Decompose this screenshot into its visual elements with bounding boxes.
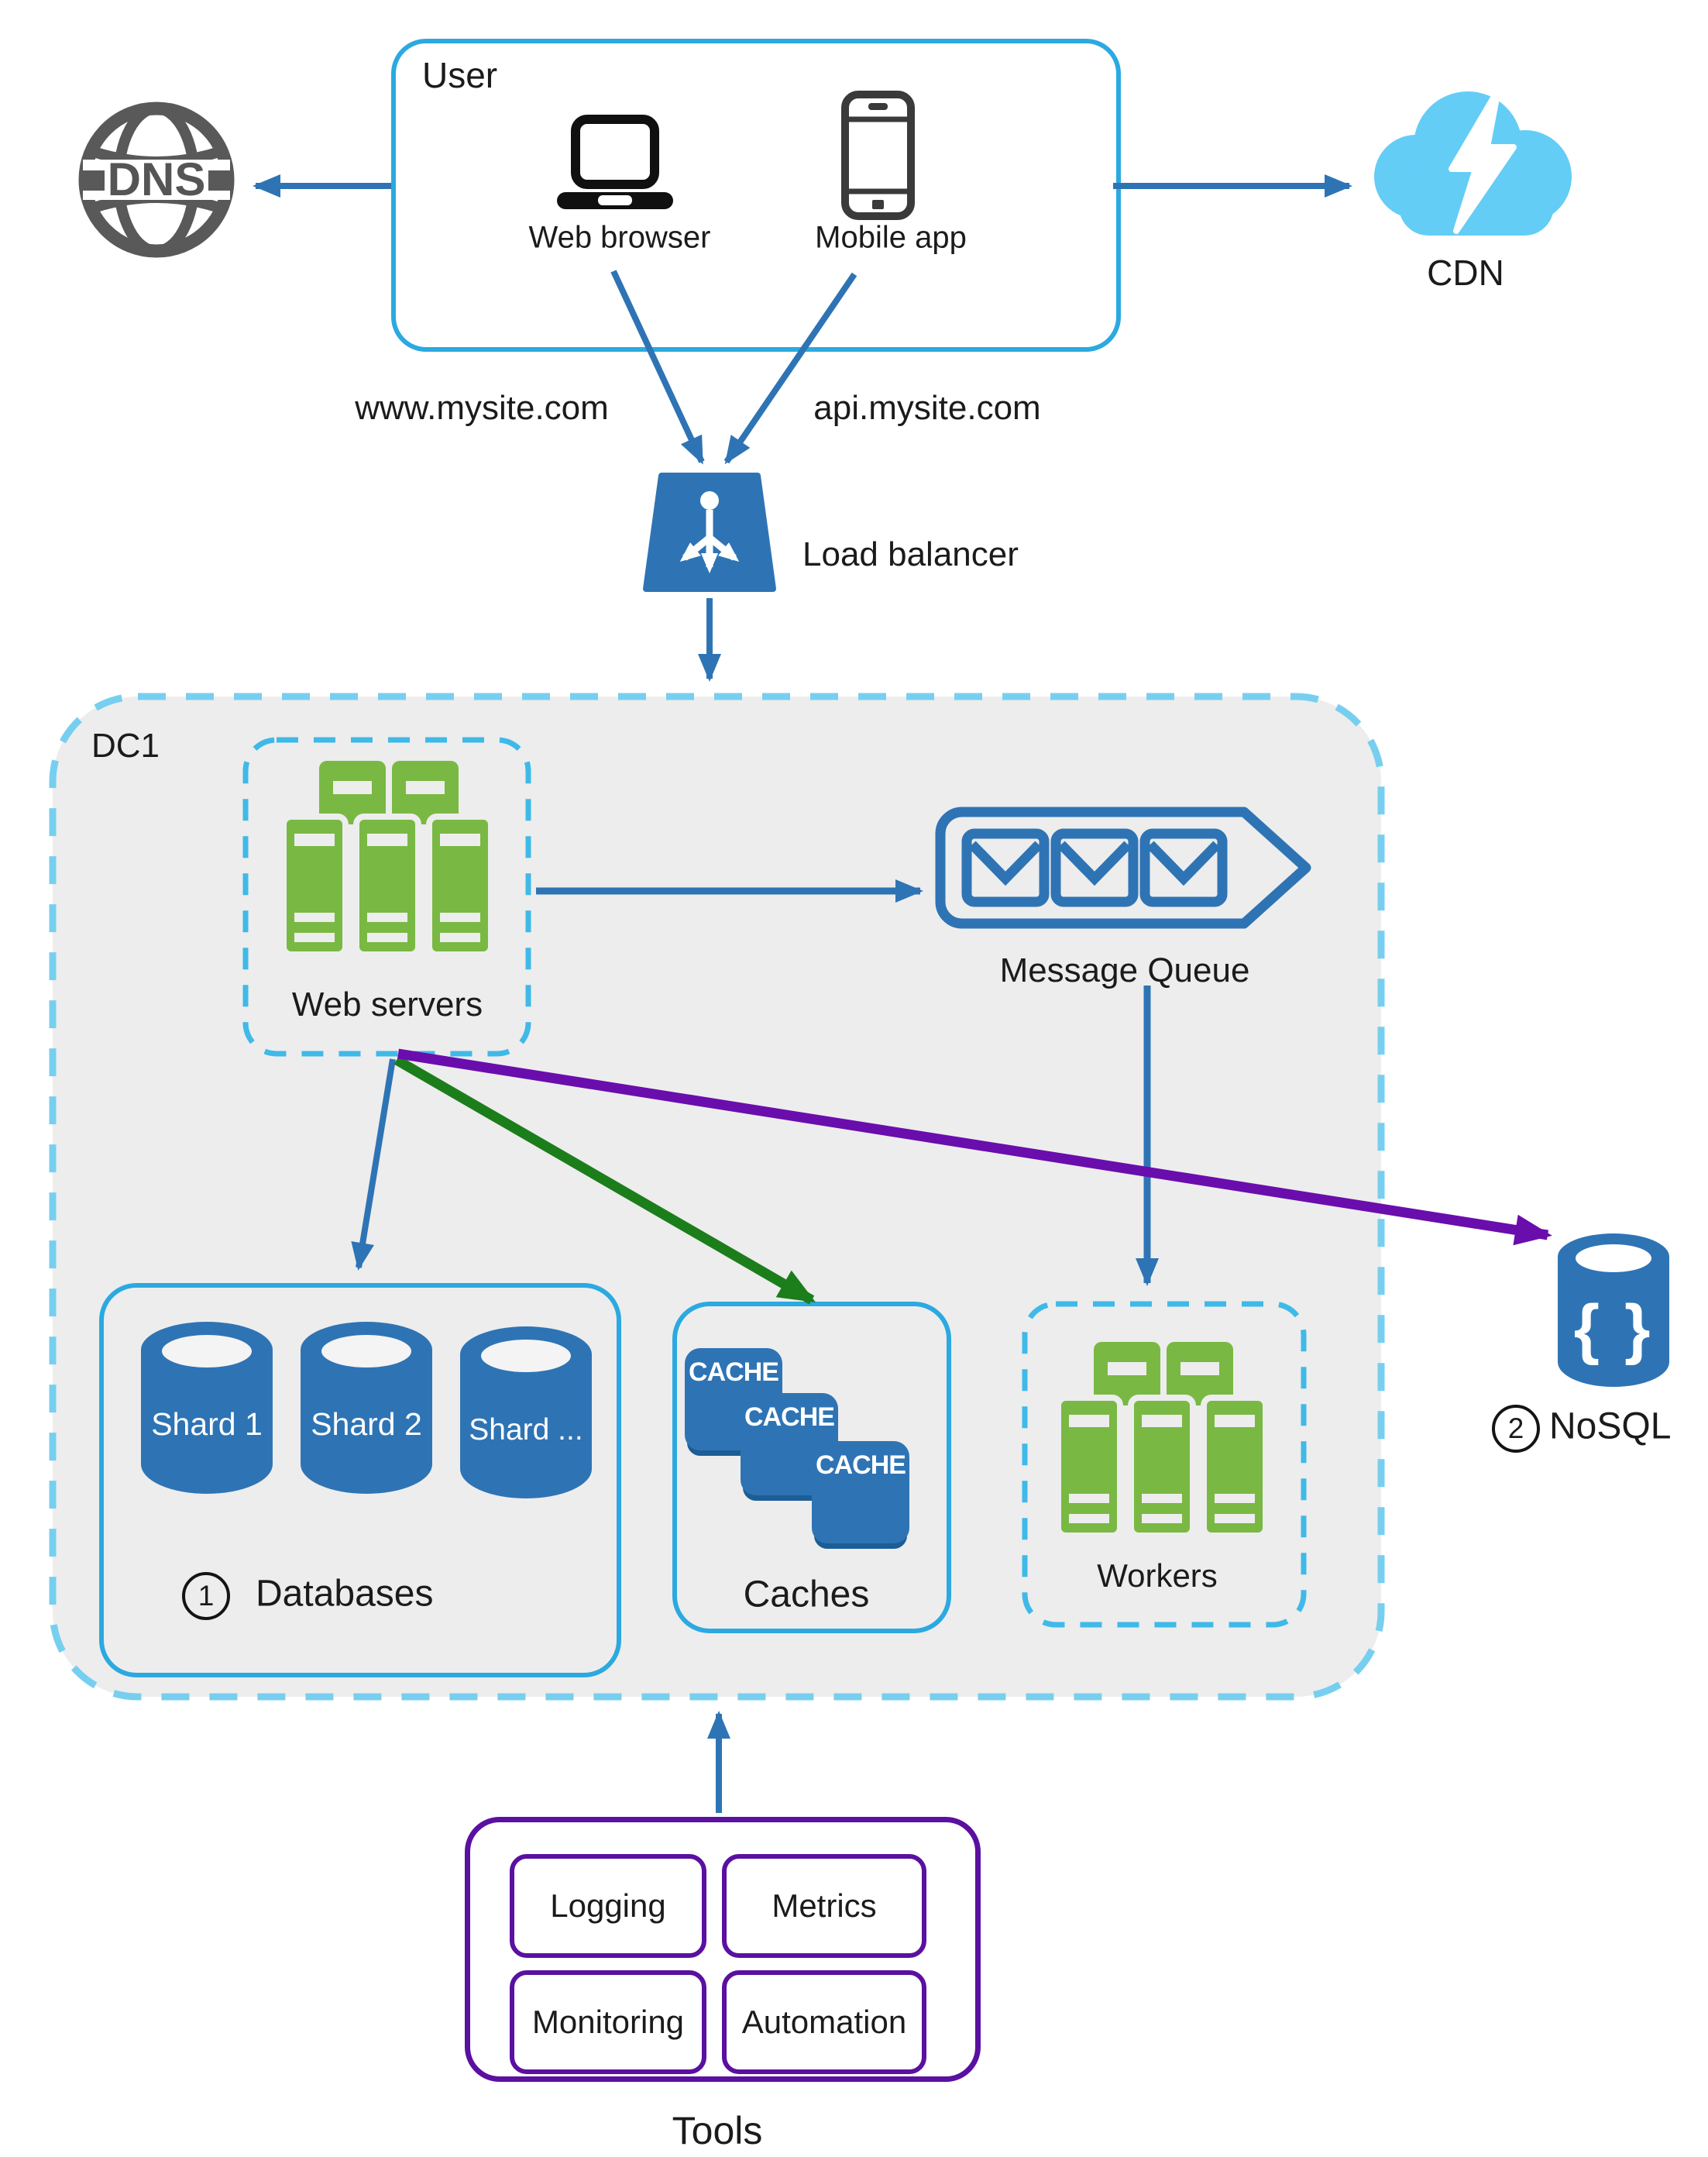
- load-balancer-label: Load balancer: [802, 535, 1019, 573]
- web-servers-icon: [284, 761, 491, 955]
- braces-glyph: { }: [1574, 1292, 1654, 1366]
- web-servers-label: Web servers: [291, 986, 483, 1023]
- tool-item-metrics: Metrics: [722, 1854, 926, 1958]
- shard2-database-cylinder-icon: Shard 2: [301, 1322, 432, 1494]
- tool-item-logging: Logging: [510, 1854, 706, 1958]
- shard1-label: Shard 1: [151, 1406, 263, 1442]
- databases-number-badge: 1: [182, 1572, 230, 1620]
- tools-label: Tools: [672, 2109, 763, 2152]
- web-domain-label: www.mysite.com: [355, 389, 609, 427]
- databases-label: Databases: [256, 1573, 434, 1615]
- nosql-number-badge: 2: [1492, 1405, 1540, 1453]
- tool-item-monitoring: Monitoring: [510, 1970, 706, 2074]
- tools-box: [465, 1817, 981, 2082]
- tool-item-automation: Automation: [722, 1970, 926, 2074]
- mobile-app-label: Mobile app: [815, 220, 967, 255]
- nosql-label: NoSQL: [1549, 1405, 1672, 1447]
- user-group-title: User: [422, 55, 498, 95]
- cdn-label: CDN: [1427, 253, 1504, 293]
- lightning-bolt-icon: [1449, 87, 1517, 234]
- workers-label: Workers: [1097, 1557, 1218, 1594]
- workers-icon: [1058, 1342, 1266, 1536]
- workers-box: [1021, 1300, 1308, 1632]
- message-queue-label: Message Queue: [999, 951, 1250, 989]
- shard3-label: Shard ...: [469, 1413, 583, 1447]
- nosql-cylinder-icon: { }: [1558, 1233, 1669, 1387]
- dns-label: DNS: [108, 153, 206, 205]
- databases-box: [99, 1283, 621, 1677]
- cdn-cloud-icon: [1374, 87, 1572, 236]
- envelope-icon: [1050, 828, 1139, 907]
- message-queue-icon: [935, 807, 1311, 929]
- envelope-icon: [961, 828, 1050, 907]
- web-browser-label: Web browser: [528, 220, 711, 255]
- api-domain-label: api.mysite.com: [813, 389, 1041, 427]
- envelope-icon: [1139, 828, 1228, 907]
- caches-label: Caches: [743, 1574, 870, 1615]
- shard1-database-cylinder-icon: Shard 1: [141, 1322, 273, 1494]
- web-servers-box: [242, 736, 532, 1061]
- laptop-icon: [557, 115, 673, 209]
- user-group-box: [391, 39, 1121, 352]
- load-balancer-icon: [643, 473, 776, 592]
- shard2-label: Shard 2: [311, 1406, 422, 1442]
- dns-globe-icon: DNS: [78, 101, 235, 258]
- dc1-label: DC1: [91, 727, 160, 765]
- cache-tile-icon: CACHE: [812, 1441, 909, 1543]
- shard3-database-cylinder-icon: Shard ...: [460, 1326, 592, 1498]
- mobile-phone-icon: [841, 91, 915, 220]
